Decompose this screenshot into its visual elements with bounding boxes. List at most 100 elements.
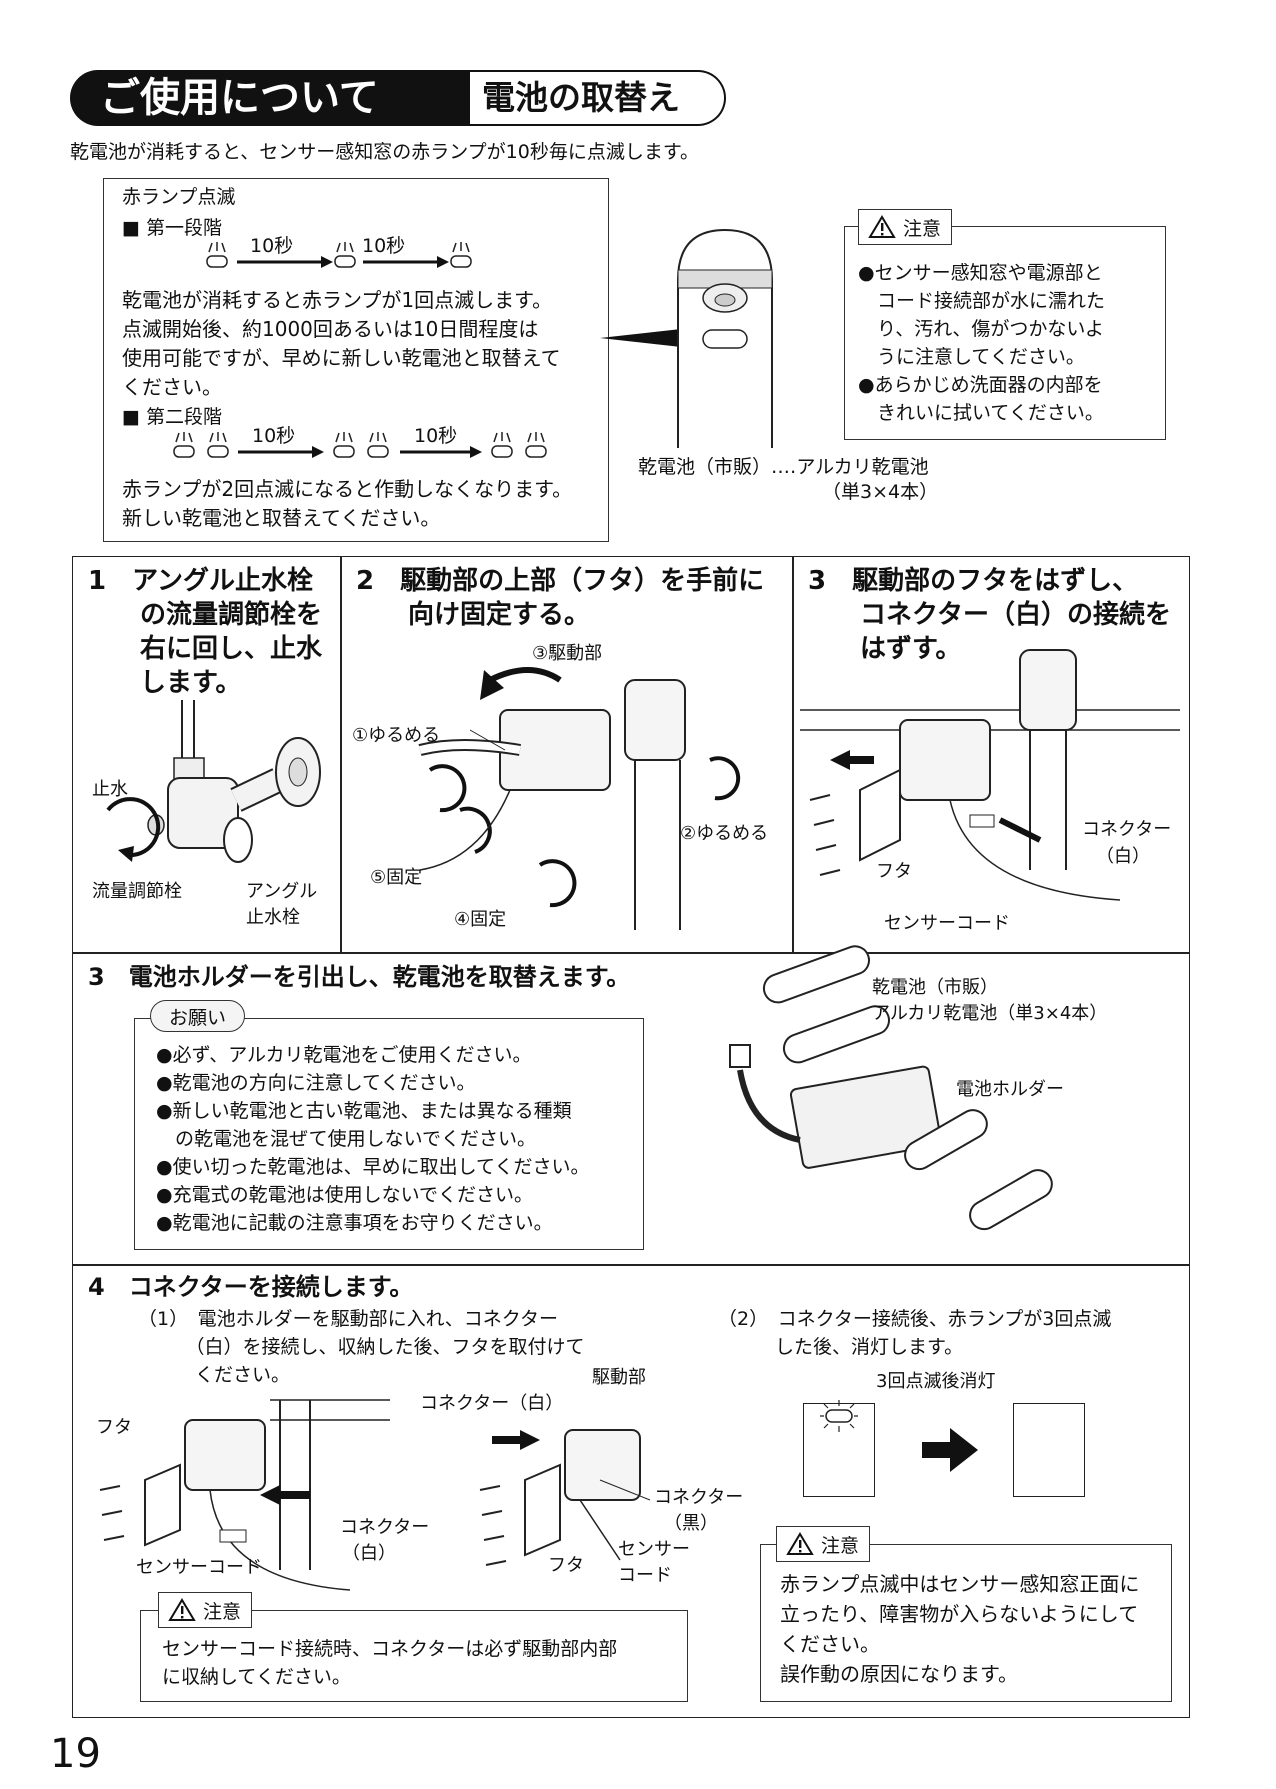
label-loosen-1: ①ゆるめる xyxy=(352,725,441,746)
label-connector-white: コネクター xyxy=(340,1517,430,1538)
page-title: ご使用について xyxy=(100,75,379,121)
caution-right-line: 立ったり、障害物が入らないようにして xyxy=(780,1602,1139,1626)
sensor-head xyxy=(1019,649,1077,731)
lid-plate xyxy=(144,1463,181,1547)
arrow-head xyxy=(321,256,333,268)
lamp-icon xyxy=(333,432,355,458)
label-lid: フタ xyxy=(548,1555,584,1576)
steps-frame xyxy=(72,556,1190,1718)
step4-sub1-line: （1） 電池ホルダーを駆動部に入れ、コネクター xyxy=(138,1308,559,1330)
stage1-text-line: 乾電池が消耗すると赤ランプが1回点滅します。 xyxy=(122,288,553,312)
step2-heading-line: 向け固定する。 xyxy=(356,600,591,630)
sensor-lens-inner xyxy=(714,293,736,307)
label-sensor-cord: コード xyxy=(618,1565,672,1586)
label-drive-unit: 駆動部 xyxy=(592,1367,646,1388)
header-title-pill xyxy=(70,70,470,126)
step3a-heading-line: はずす。 xyxy=(808,634,962,664)
request-line: ●必ず、アルカリ乾電池をご使用ください。 xyxy=(156,1044,532,1066)
stage2-label: ■ 第二段階 xyxy=(122,405,222,430)
lamp-icon xyxy=(173,432,195,458)
label-battery-spec: アルカリ乾電池（単3×4本） xyxy=(872,1003,1108,1024)
rotate-arrow-icon xyxy=(459,806,492,854)
caution-right-label: 注意 xyxy=(821,1534,860,1557)
stage1-text-line: 使用可能ですが、早めに新しい乾電池と取替えて xyxy=(122,346,561,370)
arrow-head xyxy=(312,446,324,458)
connector-closeup-illustration xyxy=(479,1429,651,1566)
request-line: ●新しい乾電池と古い乾電池、または異なる種類 xyxy=(156,1100,572,1122)
lamp-icon xyxy=(491,432,513,458)
label-sensor-cord: センサー xyxy=(618,1539,690,1560)
label-sensor-cord: センサーコード xyxy=(884,913,1010,934)
label-lid: フタ xyxy=(876,861,912,882)
right-arrow-icon xyxy=(922,1428,978,1472)
warning-triangle-icon xyxy=(868,215,896,238)
caution-right-line: ください。 xyxy=(780,1632,880,1656)
label-sensor-cord: センサーコード xyxy=(136,1557,262,1578)
label-battery: 乾電池（市販） xyxy=(872,977,998,998)
vertical-pipe xyxy=(1029,730,1067,870)
vertical-pipe xyxy=(634,760,681,930)
request-line: の乾電池を混ぜて使用しないでください。 xyxy=(156,1128,537,1150)
request-line: ●充電式の乾電池は使用しないでください。 xyxy=(156,1184,534,1206)
stage2-text-line: 新しい乾電池と取替えてください。 xyxy=(122,506,441,530)
request-line: ●使い切った乾電池は、早めに取出してください。 xyxy=(156,1156,590,1178)
sensor-cord xyxy=(579,1499,621,1561)
connector-white xyxy=(219,1529,247,1543)
battery-spec-line2: （単3×4本） xyxy=(822,481,939,503)
step1-heading-line: します。 xyxy=(88,668,242,698)
rotate-arrow-icon xyxy=(428,764,467,813)
left-arrow-icon xyxy=(260,1485,280,1505)
caution-right-line: 誤作動の原因になります。 xyxy=(780,1662,1018,1686)
double-arrow-icon xyxy=(998,817,1042,843)
stage1-label-text: 第一段階 xyxy=(146,217,223,239)
drive-unit-fix-illustration xyxy=(418,667,741,930)
interval-label: 10秒 xyxy=(362,235,406,257)
interval-label: 10秒 xyxy=(252,425,296,447)
caution-top-tab: 注意 xyxy=(858,209,953,245)
battery-holder xyxy=(789,1065,942,1169)
connector-white xyxy=(729,1044,751,1068)
interval-label: 10秒 xyxy=(414,425,458,447)
sensor-cord xyxy=(209,1489,351,1591)
caution-top-line: うに注意してください。 xyxy=(858,346,1085,368)
holder-wire xyxy=(737,1069,801,1143)
rotate-arrow-icon xyxy=(538,859,577,908)
label-battery-holder: 電池ホルダー xyxy=(956,1079,1064,1100)
step1-heading-line: 右に回し、止水 xyxy=(88,634,323,664)
caution-right-line: 赤ランプ点滅中はセンサー感知窓正面に xyxy=(780,1572,1140,1596)
caution-left-line: センサーコード接続時、コネクターは必ず駆動部内部 xyxy=(162,1638,618,1660)
drive-unit-body xyxy=(564,1429,641,1501)
pointer-wedge xyxy=(600,328,690,348)
step2-heading-line: 2 駆動部の上部（フタ）を手前に xyxy=(356,566,765,596)
faucet-sensor-illustration xyxy=(600,228,773,448)
label-connector-white-top: コネクター（白） xyxy=(420,1393,564,1414)
caution-top-line: ●あらかじめ洗面器の内部を xyxy=(858,374,1103,396)
screw-icon xyxy=(99,1485,125,1541)
label-connector-black: （黒） xyxy=(664,1513,718,1534)
request-line: ●乾電池に記載の注意事項をお守りください。 xyxy=(156,1212,553,1234)
stage1-label: ■ 第一段階 xyxy=(122,216,222,241)
lamp-icon xyxy=(206,242,228,268)
step4-sub2-line: （2） コネクター接続後、赤ランプが3回点滅 xyxy=(718,1308,1112,1330)
battery-holder-illustration xyxy=(729,945,1053,1231)
label-angle-valve: 止水栓 xyxy=(246,907,300,928)
arrow-head xyxy=(437,256,449,268)
lid-plate xyxy=(524,1463,561,1557)
label-flow-valve: 流量調節栓 xyxy=(92,881,182,902)
caution-left-tab: 注意 xyxy=(158,1592,253,1628)
rotate-arrow-icon xyxy=(709,756,741,801)
col-divider xyxy=(792,556,794,952)
square-bullet-icon: ■ xyxy=(122,406,146,428)
stage1-text-line: 点滅開始後、約1000回あるいは10日間程度は xyxy=(122,317,539,341)
right-arrow-icon xyxy=(520,1430,540,1450)
sensor-head xyxy=(624,679,686,761)
caution-left-line: に収納してください。 xyxy=(162,1666,351,1688)
stage1-blink-diagram xyxy=(206,242,472,268)
sensor-cord xyxy=(949,799,1121,901)
screw-icon xyxy=(809,794,841,876)
connector-white xyxy=(969,814,995,828)
lid-plate xyxy=(859,768,901,862)
remove-lid-illustration xyxy=(800,649,1180,901)
request-tab: お願い xyxy=(150,1000,246,1032)
step4-sub1-line: （白）を接続し、収納した後、フタを取付けて xyxy=(138,1336,585,1358)
